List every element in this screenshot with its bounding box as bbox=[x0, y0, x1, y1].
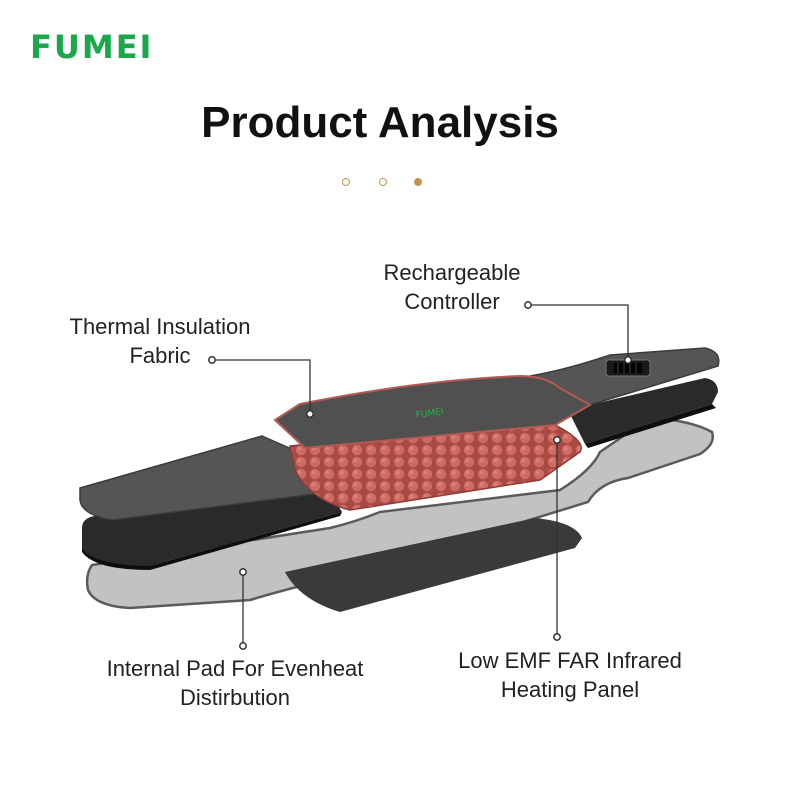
callout-internal-line2: Distirbution bbox=[179, 685, 291, 710]
callout-dots bbox=[208, 301, 632, 650]
internal-pad-layer bbox=[85, 416, 714, 610]
callout-recharge-line1: Rechargeable bbox=[383, 260, 521, 285]
left-black-layer bbox=[82, 492, 342, 566]
controller bbox=[605, 359, 651, 377]
carousel-dot-1[interactable] bbox=[342, 178, 350, 186]
callout-thermal-line1: Thermal Insulation bbox=[69, 314, 251, 339]
callout-dot-lowemf-end bbox=[553, 633, 561, 641]
callout-dot-recharge-end bbox=[624, 356, 632, 364]
callout-internal-pad: Internal Pad For Evenheat Distirbution bbox=[80, 654, 390, 712]
callout-lowemf-line2: Heating Panel bbox=[500, 677, 640, 702]
callout-thermal-insulation: Thermal Insulation Fabric bbox=[40, 312, 280, 370]
callout-thermal-line2: Fabric bbox=[129, 343, 191, 368]
callout-line-thermal bbox=[214, 359, 311, 414]
callout-dot-thermal-end bbox=[306, 410, 314, 418]
callout-dot-recharge-start bbox=[524, 301, 532, 309]
fabric-brand-print: FUMEI bbox=[415, 407, 444, 421]
carousel-dots bbox=[342, 178, 432, 190]
callout-lowemf-line1: Low EMF FAR Infrared bbox=[458, 648, 682, 673]
callout-recharge-line2: Controller bbox=[404, 289, 500, 314]
thermal-fabric-layer bbox=[273, 374, 593, 450]
carousel-dot-2[interactable] bbox=[379, 178, 387, 186]
callout-rechargeable-controller: Rechargeable Controller bbox=[352, 258, 552, 316]
fumei-logo: FUMEI bbox=[30, 28, 154, 66]
callout-dot-thermal-start bbox=[208, 356, 216, 364]
callout-line-recharge bbox=[528, 304, 629, 360]
callout-dot-internal-end bbox=[239, 642, 247, 650]
callout-dot-internal-start bbox=[239, 568, 247, 576]
callout-lines bbox=[214, 304, 629, 646]
right-black-layer bbox=[568, 378, 718, 444]
callout-dot-lowemf-start bbox=[553, 436, 561, 444]
carousel-dot-3[interactable] bbox=[414, 178, 422, 186]
callout-low-emf-panel: Low EMF FAR Infrared Heating Panel bbox=[420, 646, 720, 704]
callout-internal-line1: Internal Pad For Evenheat bbox=[106, 656, 364, 681]
back-panel-layer bbox=[285, 518, 582, 612]
page-title: Product Analysis bbox=[201, 98, 559, 147]
